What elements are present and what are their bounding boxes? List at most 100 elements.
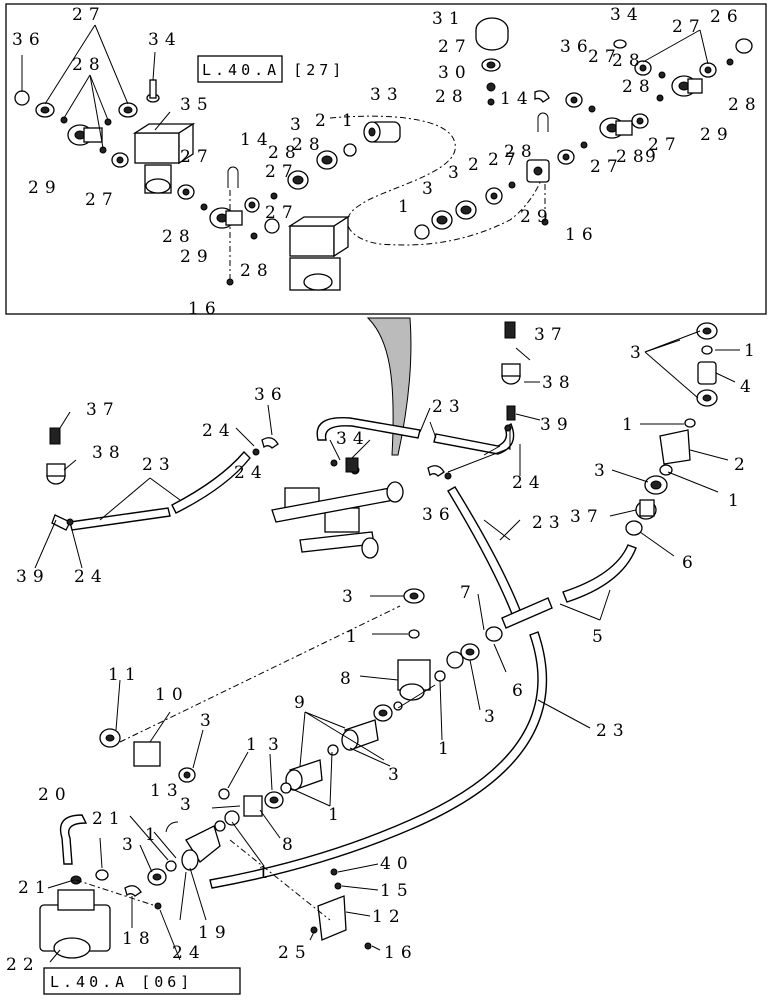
svg-text:31: 31 — [432, 9, 466, 29]
svg-text:29: 29 — [520, 207, 554, 227]
svg-text:28: 28 — [622, 77, 656, 97]
svg-text:28: 28 — [728, 95, 762, 115]
u-clip-14 — [227, 166, 239, 188]
svg-text:28: 28 — [162, 227, 196, 247]
svg-text:38: 38 — [542, 373, 576, 393]
valve-actuator — [134, 132, 180, 164]
svg-text:36: 36 — [254, 385, 288, 405]
pump-22 — [39, 875, 111, 959]
svg-text:28: 28 — [240, 261, 274, 281]
svg-text:1: 1 — [398, 197, 415, 217]
svg-text:6: 6 — [682, 553, 699, 573]
svg-text:36: 36 — [560, 37, 594, 57]
svg-text:34: 34 — [610, 5, 644, 25]
svg-text:7: 7 — [460, 583, 477, 603]
svg-text:L.40.A [27]: L.40.A [27] — [202, 61, 345, 79]
elbow-36 — [534, 90, 550, 103]
svg-text:28: 28 — [72, 55, 106, 75]
svg-text:3: 3 — [630, 343, 647, 363]
svg-text:3: 3 — [594, 461, 611, 481]
svg-text:6: 6 — [512, 681, 529, 701]
svg-text:3: 3 — [388, 765, 405, 785]
svg-text:27: 27 — [488, 150, 522, 170]
svg-text:40: 40 — [380, 854, 414, 874]
svg-text:36: 36 — [422, 505, 456, 525]
svg-text:1: 1 — [622, 415, 639, 435]
hoses — [59, 416, 637, 889]
svg-text:3: 3 — [180, 795, 197, 815]
svg-text:25: 25 — [278, 943, 312, 963]
svg-text:5: 5 — [592, 627, 609, 647]
svg-text:1: 1 — [346, 627, 363, 647]
svg-text:28: 28 — [435, 87, 469, 107]
svg-text:30: 30 — [438, 63, 472, 83]
leader-lines-top — [21, 24, 709, 149]
reference-box-top[interactable]: L.40.A [27] — [197, 55, 345, 83]
svg-text:9: 9 — [294, 693, 311, 713]
svg-text:15: 15 — [380, 881, 414, 901]
svg-text:3: 3 — [484, 707, 501, 727]
svg-text:28: 28 — [504, 142, 538, 162]
fitting-29 — [67, 124, 103, 146]
svg-text:1: 1 — [258, 863, 275, 883]
svg-text:23: 23 — [596, 721, 630, 741]
svg-text:11: 11 — [108, 665, 142, 685]
svg-text:27: 27 — [588, 47, 622, 67]
svg-text:27: 27 — [85, 190, 119, 210]
svg-text:4: 4 — [740, 377, 757, 397]
svg-text:28: 28 — [612, 51, 646, 71]
svg-text:27: 27 — [590, 157, 624, 177]
svg-text:19: 19 — [198, 923, 232, 943]
svg-text:3: 3 — [422, 179, 439, 199]
svg-text:1: 1 — [728, 491, 745, 511]
svg-text:8: 8 — [282, 835, 299, 855]
svg-text:29: 29 — [180, 247, 214, 267]
svg-text:1: 1 — [342, 111, 359, 131]
svg-text:24: 24 — [74, 567, 108, 587]
svg-text:22: 22 — [6, 955, 40, 975]
svg-text:1: 1 — [328, 805, 345, 825]
svg-text:1: 1 — [246, 735, 263, 755]
svg-text:24: 24 — [512, 473, 546, 493]
svg-text:1: 1 — [438, 739, 455, 759]
svg-text:3: 3 — [448, 163, 465, 183]
top-detail-assembly — [14, 17, 753, 291]
svg-text:2: 2 — [315, 111, 332, 131]
svg-text:3: 3 — [290, 115, 307, 135]
svg-text:16: 16 — [188, 299, 222, 319]
svg-text:39: 39 — [16, 567, 50, 587]
leader-lines-bottom — [34, 330, 740, 963]
svg-text:1: 1 — [145, 825, 162, 845]
svg-text:3: 3 — [200, 711, 217, 731]
valve-actuator-2 — [289, 225, 335, 257]
svg-text:14: 14 — [500, 89, 534, 109]
svg-text:2: 2 — [468, 155, 485, 175]
callouts-bottom: 37 38 39 23 24 23 36 36 24 24 34 37 38 2… — [6, 325, 761, 975]
svg-text:27: 27 — [72, 5, 106, 25]
hose-20 — [59, 814, 88, 865]
reference-box-bottom[interactable]: L.40.A [06] — [43, 967, 241, 995]
svg-text:21: 21 — [92, 809, 126, 829]
bracket-12 — [317, 895, 347, 941]
svg-text:29: 29 — [28, 178, 62, 198]
svg-text:1: 1 — [744, 341, 761, 361]
svg-text:28: 28 — [268, 143, 302, 163]
detail-pointer — [366, 317, 412, 456]
svg-text:16: 16 — [565, 225, 599, 245]
svg-text:29: 29 — [700, 125, 734, 145]
svg-text:39: 39 — [540, 415, 574, 435]
svg-text:20: 20 — [38, 785, 72, 805]
svg-text:33: 33 — [370, 85, 404, 105]
bottom-components — [39, 321, 718, 959]
svg-text:27: 27 — [265, 203, 299, 223]
svg-text:34: 34 — [336, 429, 370, 449]
svg-text:27: 27 — [265, 162, 299, 182]
svg-text:21: 21 — [18, 878, 52, 898]
svg-text:37: 37 — [86, 400, 120, 420]
svg-text:8: 8 — [340, 669, 357, 689]
plug-37 — [504, 321, 516, 339]
svg-text:27: 27 — [180, 147, 214, 167]
svg-text:35: 35 — [180, 95, 214, 115]
svg-text:27: 27 — [672, 17, 706, 37]
